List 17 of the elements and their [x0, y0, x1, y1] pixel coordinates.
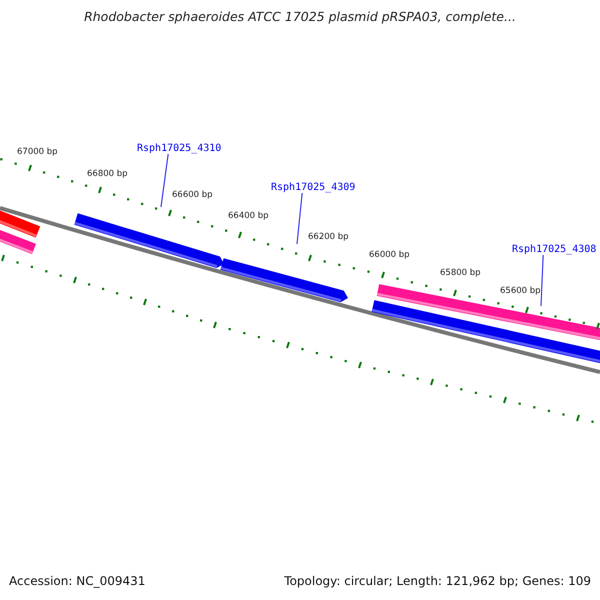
gene-label: Rsph17025_4308	[512, 244, 596, 255]
accession-text: Accession: NC_009431	[9, 575, 146, 588]
gene-label: Rsph17025_4309	[271, 182, 356, 193]
genome-summary-text: Topology: circular; Length: 121,962 bp; Genes: 109	[284, 575, 591, 588]
tick-label: 65800 bp	[440, 269, 481, 278]
tick-label: 66000 bp	[369, 251, 410, 260]
leader-line	[160, 154, 169, 208]
leader-line	[296, 192, 303, 244]
tick-label: 65600 bp	[500, 287, 541, 296]
tick-label: 66400 bp	[228, 212, 269, 222]
tick-label: 66600 bp	[172, 191, 213, 200]
tick-label: 66200 bp	[308, 233, 349, 242]
tick-label: 66800 bp	[87, 170, 128, 180]
gene-label: Rsph17025_4310	[137, 143, 222, 154]
title: Rhodobacter sphaeroides ATCC 17025 plasmid pRSPA03, complete...	[83, 10, 517, 24]
leader-line	[540, 254, 544, 306]
tick-label: 67000 bp	[17, 148, 58, 158]
